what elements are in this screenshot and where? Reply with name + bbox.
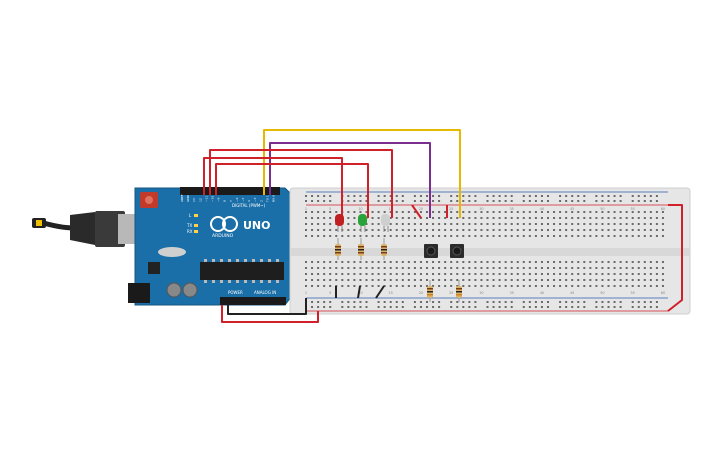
power-label: POWER [228,290,243,295]
uno-label: UNO [243,219,271,232]
column-number: 25 [449,291,453,295]
column-number: 30 [479,291,483,295]
analog-label: ANALOG IN [254,290,276,295]
column-number: 45 [570,291,574,295]
column-number: 20 [419,207,423,211]
column-number: 1 [305,291,307,295]
usb-cable [32,211,138,247]
column-number: 50 [600,207,604,211]
wire-black-ground [227,298,307,315]
pin-label: ~11 [204,196,208,202]
resistor [358,238,364,260]
leds [335,214,390,232]
wires [203,129,683,323]
atmega-chip [200,262,284,280]
led-white [381,214,390,232]
column-number: 60 [661,291,665,295]
pin-label: 4 [247,200,251,202]
wire-black-gnd3 [375,285,385,299]
column-numbers: 1155101015152020252530303535404045455050… [305,207,665,295]
wire-red-led1 [203,157,343,218]
pin-label: ~6 [235,197,239,202]
pin-label: 13 [192,198,196,202]
column-number: 60 [661,207,665,211]
led-label-rx: RX [187,229,193,234]
status-led [194,224,198,227]
capacitor [182,282,198,298]
wire-red-power [221,305,319,323]
pin-label: ~9 [217,197,221,202]
led-label-tx: TX [186,223,192,228]
column-number: 30 [479,207,483,211]
resistor [335,238,341,260]
column-number: 35 [509,207,513,211]
resistor [381,238,387,260]
led-label-l: L [189,213,192,218]
led-green [358,214,367,232]
pin-label: RX 0 [272,195,276,202]
capacitor [166,282,182,298]
pin-label: 12 [198,198,202,202]
resistor [427,280,433,302]
column-number: 55 [630,291,634,295]
pin-label: ~3 [253,197,257,202]
resistor [456,280,462,302]
resistors [335,238,462,302]
column-number: 40 [540,291,544,295]
column-number: 25 [449,207,453,211]
pin-label: 2 [259,200,263,202]
wire-red-button [411,204,422,219]
column-number: 50 [600,291,604,295]
digital-label: DIGITAL (PWM~) [232,203,266,208]
column-number: 55 [630,207,634,211]
power-analog-header [220,297,286,305]
status-led [194,214,198,217]
push-button [450,244,464,258]
power-jack [128,283,150,303]
wire-red-led3 [215,163,369,218]
pin-label: 7 [229,200,233,202]
arduino-uno-board: UNO ARDUINO DIGITAL (PWM~) POWER ANALOG … [128,187,296,306]
pin-label: ~10 [211,196,215,202]
pin-label: 8 [223,200,227,202]
pin-label: AREF [180,194,184,202]
wire-black-gnd2 [357,285,361,299]
pin-label: TX 1 [265,195,269,203]
column-number: 5 [329,207,331,211]
column-number: 10 [358,207,362,211]
wire-red-rail [667,204,683,312]
infinity-logo [210,216,226,232]
column-number: 10 [358,291,362,295]
pin-label: GND [186,194,190,202]
crystal [158,247,186,257]
led-red [335,214,344,232]
pin-label: ~5 [241,197,245,202]
column-number: 15 [388,291,392,295]
breadboard: 1155101015152020252530303535404045455050… [289,187,691,315]
digital-header [180,187,280,195]
status-led [194,230,198,233]
column-number: 35 [509,291,513,295]
regulator [148,262,160,274]
column-number: 40 [540,207,544,211]
column-number: 20 [419,291,423,295]
column-number: 1 [305,207,307,211]
column-number: 5 [329,291,331,295]
arduino-label: ARDUINO [212,233,234,239]
wire-purple [269,142,431,218]
power-rails [306,191,668,312]
push-buttons [424,244,464,258]
column-number: 45 [570,207,574,211]
push-button [424,244,438,258]
wire-red-led2 [209,149,393,218]
column-number: 15 [388,207,392,211]
wire-yellow [263,129,461,218]
